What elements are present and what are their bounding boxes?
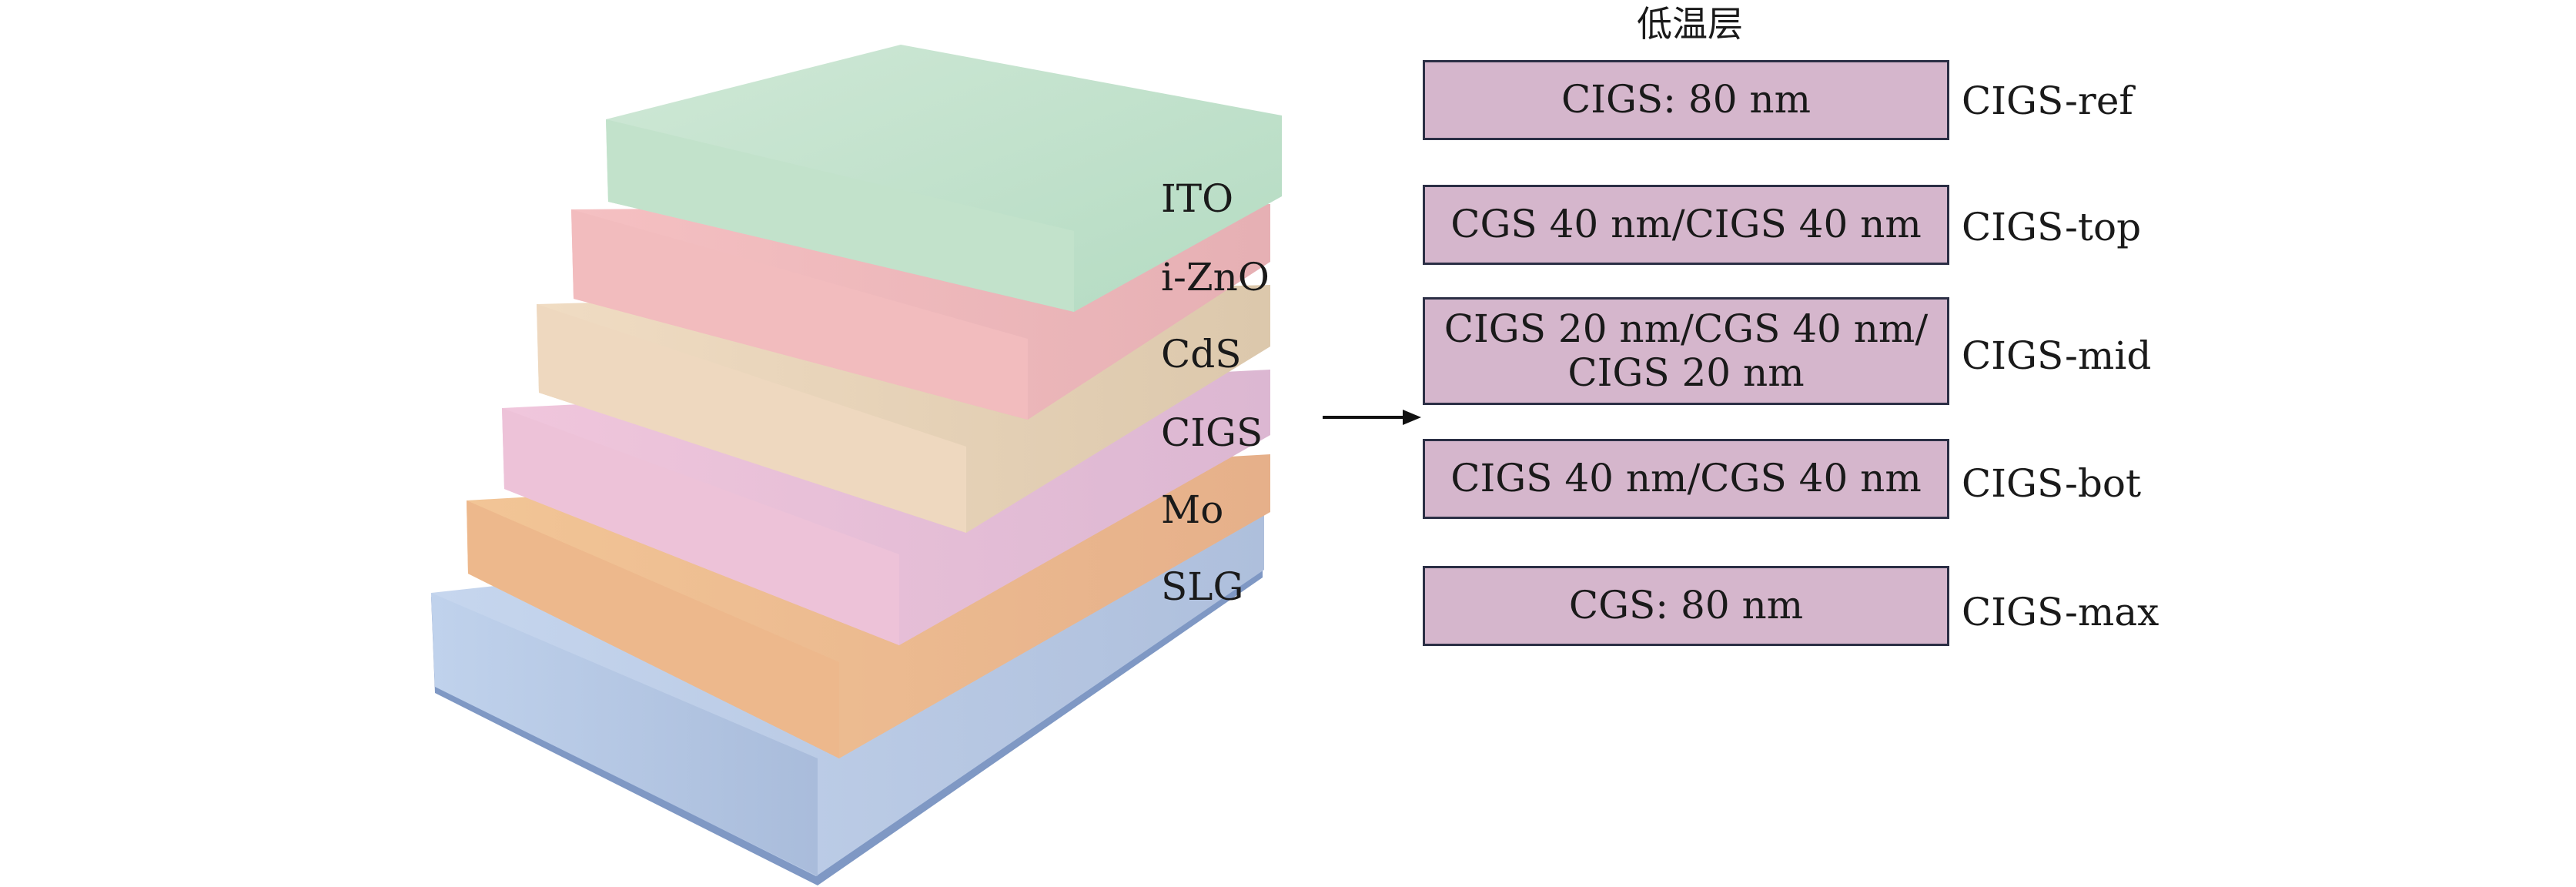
sample-box-text: CIGS: 80 nm [1561, 77, 1812, 122]
layer-label-mo: Mo [1161, 487, 1224, 532]
sample-box-text: CGS 40 nm/CIGS 40 nm [1450, 202, 1922, 247]
sample-box-text: CIGS 40 nm/CGS 40 nm [1450, 456, 1922, 501]
sample-label-bot: CIGS-bot [1962, 461, 2142, 506]
sample-box-max: CGS: 80 nm [1423, 566, 1949, 646]
sample-box-text: CGS: 80 nm [1568, 583, 1804, 628]
sample-box-top: CGS 40 nm/CIGS 40 nm [1423, 185, 1949, 265]
layer-label-izno: i-ZnO [1161, 255, 1270, 300]
sample-label-mid: CIGS-mid [1962, 333, 2152, 378]
arrow-right-icon [1323, 410, 1421, 425]
sample-label-ref: CIGS-ref [1962, 79, 2133, 123]
sample-label-max: CIGS-max [1962, 590, 2159, 634]
layer-label-cds: CdS [1161, 332, 1242, 377]
sample-box-text: CIGS 20 nm/CGS 40 nm/ CIGS 20 nm [1444, 306, 1929, 395]
low-temp-layer-heading: 低温层 [1637, 3, 1743, 45]
ito-layer-shape [606, 45, 1282, 312]
sample-box-bot: CIGS 40 nm/CGS 40 nm [1423, 439, 1949, 519]
sample-box-mid: CIGS 20 nm/CGS 40 nm/ CIGS 20 nm [1423, 297, 1949, 405]
layer-label-slg: SLG [1161, 564, 1244, 609]
layer-label-ito: ITO [1161, 176, 1234, 221]
sample-label-top: CIGS-top [1962, 205, 2142, 249]
layer-stack-illustration [431, 45, 1282, 885]
sample-box-ref: CIGS: 80 nm [1423, 60, 1949, 140]
layer-label-cigs: CIGS [1161, 410, 1263, 455]
